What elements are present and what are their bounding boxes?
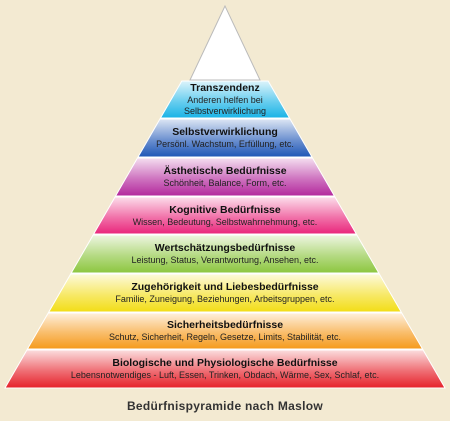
pyramid-band-1	[159, 80, 291, 119]
pyramid-band-6	[47, 273, 403, 313]
diagram-caption: Bedürfnispyramide nach Maslow	[126, 399, 324, 413]
pyramid-band-7	[26, 312, 424, 350]
pyramid-band-4	[92, 196, 358, 235]
pyramid-apex	[189, 4, 261, 81]
pyramid-band-5	[70, 234, 380, 274]
pyramid-band-3	[114, 157, 336, 197]
pyramid-band-2	[137, 118, 313, 158]
pyramid-band-8	[4, 349, 446, 389]
